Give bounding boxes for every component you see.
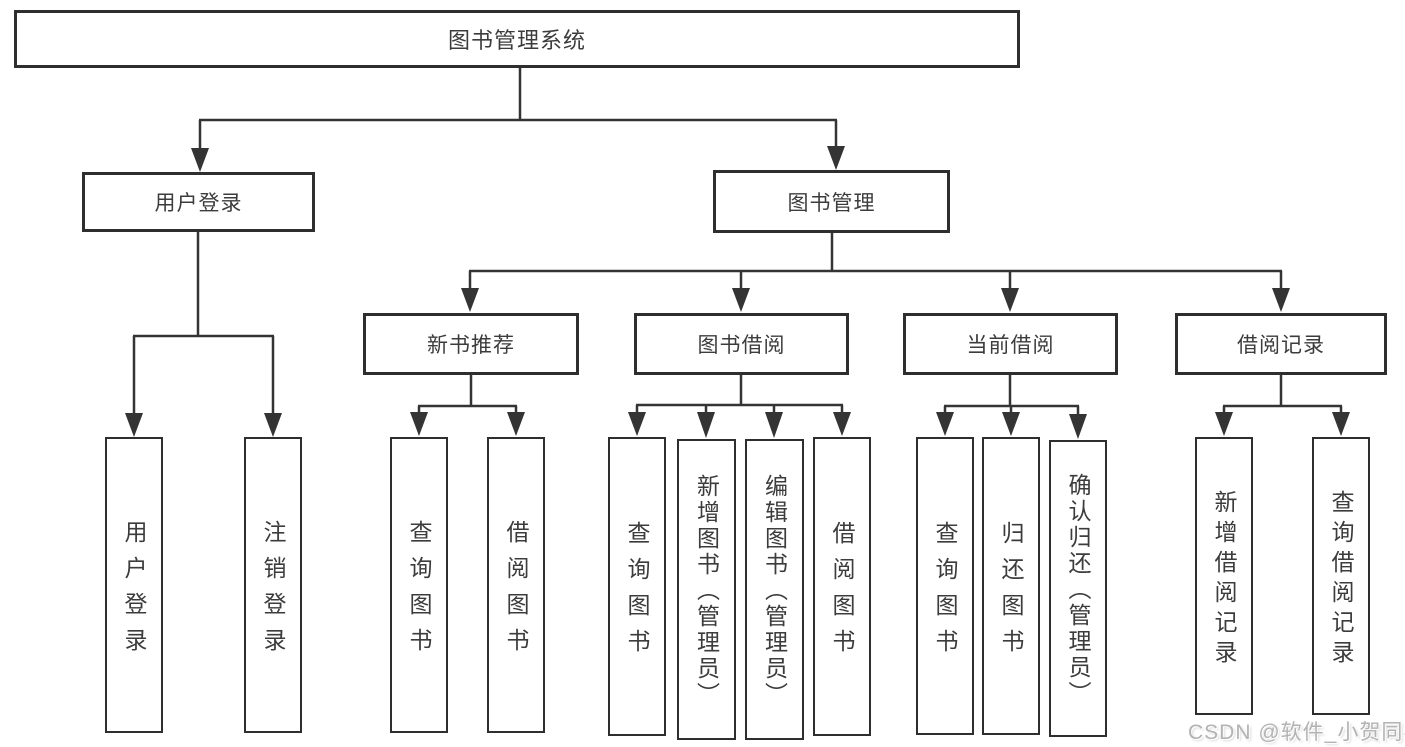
connector-book-management bbox=[461, 233, 1290, 312]
connector-borrowing-records bbox=[1215, 375, 1350, 436]
leaf-cb-confirm-return-admin: 确认归还（管理员） bbox=[1049, 440, 1107, 737]
arrowhead bbox=[1215, 412, 1233, 436]
connector-root bbox=[191, 68, 845, 172]
leaf-label: 查询图书 bbox=[932, 520, 958, 665]
connector-current-borrowing bbox=[936, 375, 1087, 439]
leaf-cb-query-books: 查询图书 bbox=[916, 437, 974, 735]
leaf-label: 用户登录 bbox=[121, 519, 147, 664]
leaf-label: 借阅图书 bbox=[829, 521, 855, 665]
node-label: 当前借阅 bbox=[966, 334, 1055, 357]
arrowhead bbox=[628, 412, 646, 436]
node-label: 图书借阅 bbox=[697, 334, 786, 357]
node-root-label: 图书管理系统 bbox=[447, 28, 586, 53]
leaf-cb-return-books: 归还图书 bbox=[982, 437, 1040, 735]
arrowhead bbox=[765, 412, 783, 438]
node-current-borrowing: 当前借阅 bbox=[903, 313, 1118, 375]
connector-new-book-recommendation bbox=[410, 375, 525, 436]
node-book-management: 图书管理 bbox=[713, 170, 950, 233]
node-label: 新书推荐 bbox=[427, 334, 515, 357]
node-label: 借阅记录 bbox=[1237, 334, 1325, 357]
arrowhead bbox=[936, 412, 954, 436]
leaf-bb-edit-books-admin: 编辑图书（管理员） bbox=[745, 439, 804, 740]
arrowhead bbox=[507, 412, 525, 436]
arrowhead bbox=[697, 412, 715, 438]
leaf-label: 确认归还（管理员） bbox=[1065, 473, 1091, 707]
arrowhead bbox=[410, 412, 428, 436]
node-book-borrowing: 图书借阅 bbox=[634, 313, 849, 375]
connector-user-login bbox=[125, 232, 282, 437]
leaf-label: 新增图书（管理员） bbox=[693, 474, 720, 708]
leaf-nbr-borrow-books: 借阅图书 bbox=[487, 437, 545, 733]
node-borrowing-records: 借阅记录 bbox=[1175, 313, 1387, 375]
leaf-label: 查询借阅记录 bbox=[1328, 489, 1354, 670]
watermark: CSDN @软件_小贺同学 bbox=[1188, 721, 1405, 744]
node-new-book-recommendation: 新书推荐 bbox=[363, 313, 579, 375]
leaf-label: 借阅图书 bbox=[503, 519, 529, 664]
arrowhead bbox=[191, 148, 209, 172]
leaf-label: 注销登录 bbox=[260, 519, 286, 664]
node-label: 图书管理 bbox=[787, 191, 876, 215]
arrowhead bbox=[827, 146, 845, 170]
leaf-label: 查询图书 bbox=[624, 521, 650, 665]
leaf-user-login: 用户登录 bbox=[105, 437, 163, 733]
arrowhead bbox=[1001, 288, 1019, 312]
leaf-bb-query-books: 查询图书 bbox=[608, 437, 666, 736]
leaf-br-query-record: 查询借阅记录 bbox=[1312, 437, 1370, 715]
leaf-label: 编辑图书（管理员） bbox=[761, 474, 788, 708]
arrowhead bbox=[1332, 412, 1350, 436]
arrowhead bbox=[1272, 288, 1290, 312]
leaf-bb-add-books-admin: 新增图书（管理员） bbox=[677, 439, 736, 740]
node-user-login: 用户登录 bbox=[82, 172, 315, 232]
leaf-label: 查询图书 bbox=[406, 519, 432, 664]
leaf-bb-borrow-books: 借阅图书 bbox=[813, 437, 871, 736]
arrowhead bbox=[1069, 414, 1087, 439]
node-root: 图书管理系统 bbox=[14, 10, 1020, 68]
connector-book-borrowing bbox=[628, 375, 851, 438]
node-label: 用户登录 bbox=[154, 192, 243, 215]
arrowhead bbox=[264, 413, 282, 437]
arrowhead bbox=[732, 288, 750, 312]
arrowhead bbox=[125, 413, 143, 437]
leaf-logout: 注销登录 bbox=[244, 437, 302, 733]
leaf-br-add-record: 新增借阅记录 bbox=[1195, 437, 1253, 715]
arrowhead bbox=[461, 288, 479, 312]
leaf-label: 归还图书 bbox=[998, 520, 1024, 665]
arrowhead bbox=[833, 412, 851, 436]
leaf-nbr-query-books: 查询图书 bbox=[390, 437, 448, 733]
leaf-label: 新增借阅记录 bbox=[1211, 489, 1237, 670]
arrowhead bbox=[1002, 412, 1020, 436]
